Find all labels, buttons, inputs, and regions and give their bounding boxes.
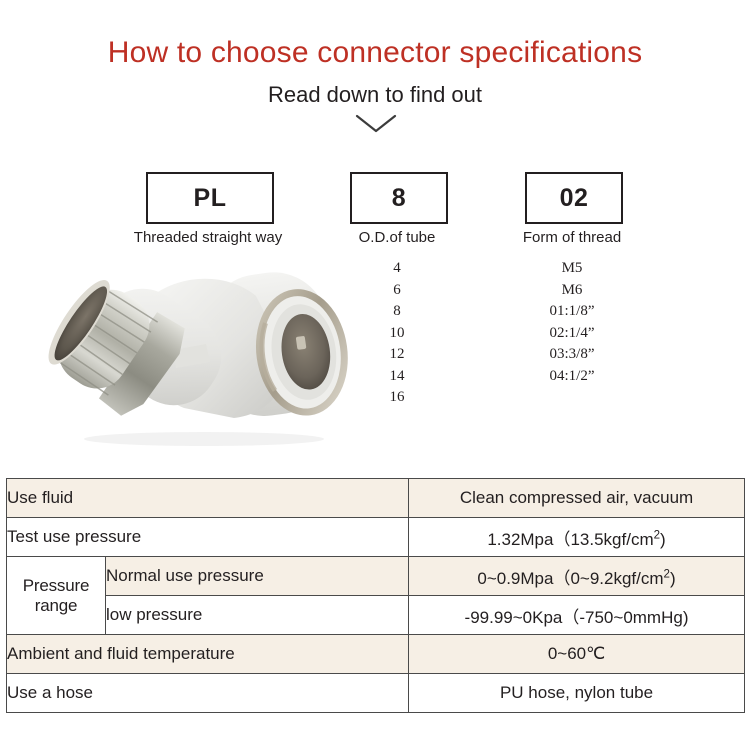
product-photo-elbow-fitting bbox=[34, 258, 366, 450]
spec-value-ambient-and-fluid-temperature: 0~60℃ bbox=[408, 634, 746, 674]
value-superscript: 2 bbox=[653, 528, 661, 541]
table-row: low pressure -99.99~0Kpa（-750~0mmHg) bbox=[7, 595, 746, 635]
spec-label-ambient-and-fluid-temperature: Ambient and fluid temperature bbox=[5, 634, 410, 674]
chevron-down-icon bbox=[355, 112, 397, 138]
spec-value-use-fluid: Clean compressed air, vacuum bbox=[408, 478, 746, 518]
code-option: 03:3/8” bbox=[549, 346, 595, 362]
spec-label-normal-use-pressure: Normal use pressure bbox=[104, 556, 410, 596]
table-row: Ambient and fluid temperature 0~60℃ bbox=[5, 634, 746, 674]
spec-value-normal-use-pressure: 0~0.9Mpa（0~9.2kgf/cm2) bbox=[408, 556, 746, 596]
spec-label-test-use-pressure: Test use pressure bbox=[5, 517, 410, 557]
spec-label-use-a-hose: Use a hose bbox=[5, 673, 410, 713]
table-row: Test use pressure 1.32Mpa（13.5kgf/cm2) bbox=[5, 517, 746, 557]
page-subtitle: Read down to find out bbox=[267, 82, 483, 107]
table-row: Pressure range Normal use pressure 0~0.9… bbox=[6, 556, 746, 635]
code-option: 02:1/4” bbox=[549, 324, 595, 341]
code-option: 04:1/2” bbox=[549, 367, 595, 384]
code-caption-series: Threaded straight way bbox=[133, 229, 283, 246]
code-option: 6 bbox=[393, 281, 401, 298]
page-title: How to choose connector specifications bbox=[107, 36, 643, 69]
value-superscript: 2 bbox=[663, 567, 670, 580]
value-text: 1.32Mpa（13.5kgf/cm bbox=[487, 529, 654, 549]
spec-value-test-use-pressure: 1.32Mpa（13.5kgf/cm2) bbox=[408, 517, 746, 557]
code-option: M5 bbox=[561, 260, 583, 276]
spec-label-low-pressure: low pressure bbox=[104, 595, 410, 635]
table-row: Use a hose PU hose, nylon tube bbox=[5, 673, 746, 713]
code-caption-tube-od: O.D.of tube bbox=[358, 229, 436, 246]
table-row: Use fluid Clean compressed air, vacuum bbox=[5, 478, 746, 518]
spec-group-label-pressure-range: Pressure range bbox=[6, 556, 106, 635]
code-box-series: PL bbox=[146, 172, 274, 224]
specifications-table: Use fluid Clean compressed air, vacuum T… bbox=[5, 478, 746, 713]
code-option: 12 bbox=[389, 346, 405, 362]
spec-value-low-pressure: -99.99~0Kpa（-750~0mmHg) bbox=[408, 595, 746, 635]
code-option: 01:1/8” bbox=[549, 303, 595, 319]
code-caption-thread-form: Form of thread bbox=[522, 229, 622, 246]
value-text-suffix: ) bbox=[660, 529, 666, 549]
code-option: 16 bbox=[389, 389, 405, 405]
code-option: 8 bbox=[393, 303, 401, 319]
code-box-thread-form: 02 bbox=[525, 172, 623, 224]
code-option: 14 bbox=[389, 367, 405, 384]
code-option-list-tube-od: 4 6 8 10 12 14 16 bbox=[337, 258, 457, 409]
code-box-tube-od: 8 bbox=[350, 172, 448, 224]
code-option: 10 bbox=[389, 324, 405, 341]
code-option: M6 bbox=[561, 281, 583, 298]
spec-value-use-a-hose: PU hose, nylon tube bbox=[408, 673, 746, 713]
code-option: 4 bbox=[393, 260, 401, 276]
spec-label-use-fluid: Use fluid bbox=[5, 478, 410, 518]
value-text-suffix: ) bbox=[669, 568, 676, 588]
value-text: 0~0.9Mpa（0~9.2kgf/cm bbox=[477, 568, 664, 588]
